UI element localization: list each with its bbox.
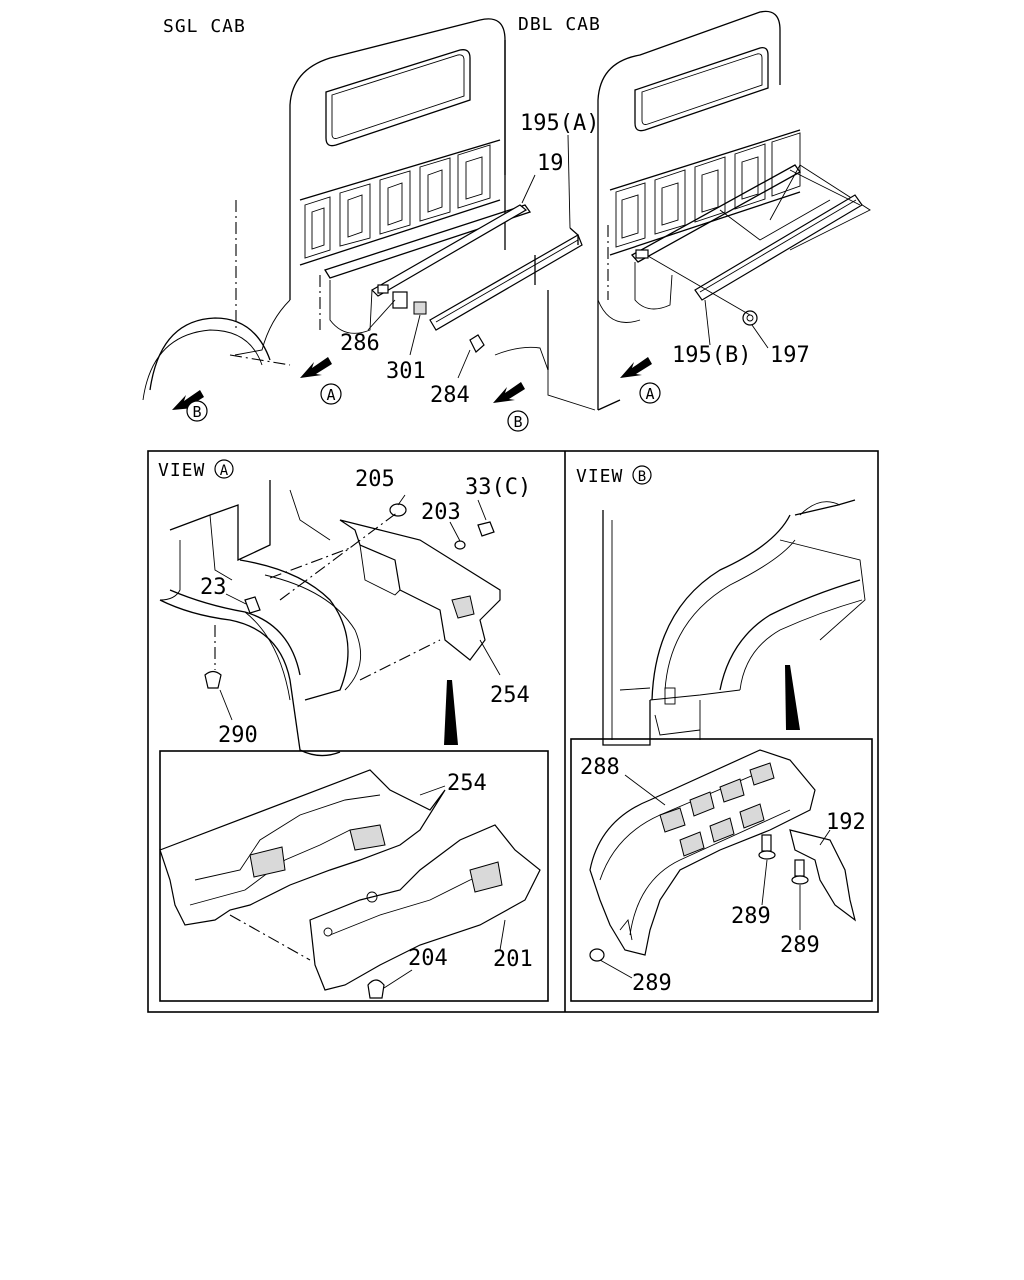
sgl-cab-drawing: [142, 18, 596, 411]
label-284: 284: [430, 383, 470, 408]
view-b-title: VIEW: [576, 466, 623, 487]
view-a-letter: A: [220, 463, 229, 479]
dbl-cab-drawing: [597, 10, 871, 411]
label-23: 23: [200, 575, 227, 600]
label-205: 205: [355, 467, 395, 492]
label-288: 288: [580, 755, 620, 780]
direction-arrow-icon: [172, 357, 652, 410]
label-192: 192: [826, 810, 866, 835]
view-b-letter: B: [638, 469, 646, 485]
view-a-title: VIEW: [158, 460, 205, 481]
view-a-drawing: [159, 480, 501, 757]
label-197: 197: [770, 343, 810, 368]
pointer-wedge-icon: [444, 680, 458, 745]
label-289-a: 289: [731, 904, 771, 929]
label-33c: 33(C): [465, 475, 531, 500]
label-195b: 195(B): [672, 343, 751, 368]
svg-text:B: B: [513, 413, 522, 431]
label-290: 290: [218, 723, 258, 748]
label-289-b: 289: [780, 933, 820, 958]
label-19: 19: [537, 151, 564, 176]
label-289-c: 289: [632, 971, 672, 996]
pointer-wedge-icon: [785, 665, 800, 730]
label-203: 203: [421, 500, 461, 525]
label-254-a: 254: [490, 683, 530, 708]
view-b-inset-drawing: [589, 749, 856, 979]
view-b-inset: [570, 738, 873, 1002]
view-a-inset-drawing: [159, 769, 541, 999]
dbl-cab-header: DBL CAB: [518, 14, 601, 35]
svg-text:B: B: [192, 403, 201, 421]
label-201: 201: [493, 947, 533, 972]
sgl-cab-header: SGL CAB: [163, 16, 246, 37]
svg-text:A: A: [326, 386, 335, 404]
svg-text:A: A: [645, 385, 654, 403]
views-frame: [147, 450, 879, 1013]
label-286: 286: [340, 331, 380, 356]
label-204: 204: [408, 946, 448, 971]
circled-letter-icon: B A B A: [186, 382, 661, 432]
view-a-inset: [159, 750, 549, 1002]
label-301: 301: [386, 359, 426, 384]
label-195a: 195(A): [520, 111, 599, 136]
view-b-drawing: [602, 499, 866, 746]
label-254-b: 254: [447, 771, 487, 796]
